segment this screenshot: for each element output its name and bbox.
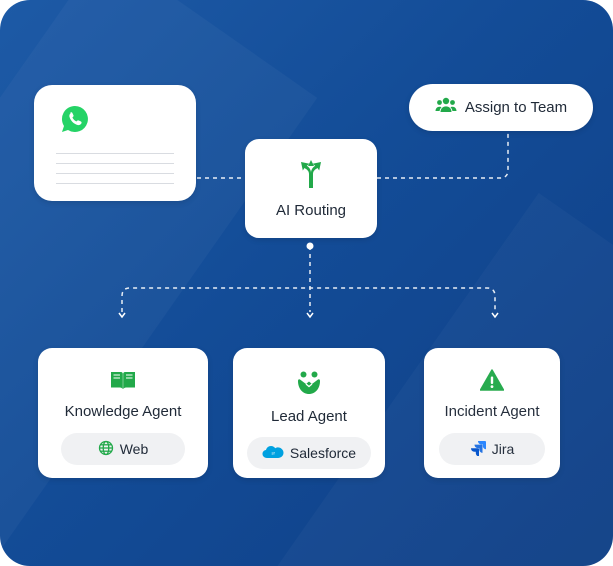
ai-routing-node: AI Routing xyxy=(245,139,377,238)
warning-icon xyxy=(479,369,505,396)
arrow-knowledge xyxy=(118,312,126,319)
incident-agent-title: Incident Agent xyxy=(444,403,540,420)
knowledge-agent-card: Knowledge Agent Web xyxy=(38,348,208,478)
salesforce-cloud-icon: sf xyxy=(262,445,284,462)
jira-icon xyxy=(470,440,486,459)
team-icon xyxy=(435,96,457,119)
incident-agent-card: Incident Agent Jira xyxy=(424,348,560,478)
web-tag-label: Web xyxy=(119,441,149,457)
assign-to-team-node: Assign to Team xyxy=(409,84,593,131)
message-lines xyxy=(56,153,174,193)
arrow-incident xyxy=(491,312,499,319)
globe-icon xyxy=(98,440,114,459)
branch-line xyxy=(121,287,496,312)
branch-origin-dot xyxy=(306,242,314,250)
assign-to-team-label: Assign to Team xyxy=(464,99,568,116)
ai-routing-label: AI Routing xyxy=(275,201,347,219)
book-icon xyxy=(110,370,136,395)
salesforce-tag-label: Salesforce xyxy=(289,445,357,461)
lead-agent-card: Lead Agent sf Salesforce xyxy=(233,348,385,478)
lead-agent-title: Lead Agent xyxy=(271,408,347,425)
jira-tag-label: Jira xyxy=(491,441,515,457)
svg-text:sf: sf xyxy=(271,450,275,455)
whatsapp-message-card xyxy=(34,85,196,201)
jira-source-tag: Jira xyxy=(439,433,545,465)
routing-to-team-line xyxy=(377,132,509,179)
handshake-icon xyxy=(296,370,322,401)
arrow-lead xyxy=(306,312,314,319)
knowledge-agent-title: Knowledge Agent xyxy=(64,403,182,420)
routing-split-icon xyxy=(297,159,325,194)
whatsapp-icon xyxy=(59,103,91,140)
salesforce-source-tag: sf Salesforce xyxy=(247,437,371,469)
web-source-tag: Web xyxy=(61,433,185,465)
